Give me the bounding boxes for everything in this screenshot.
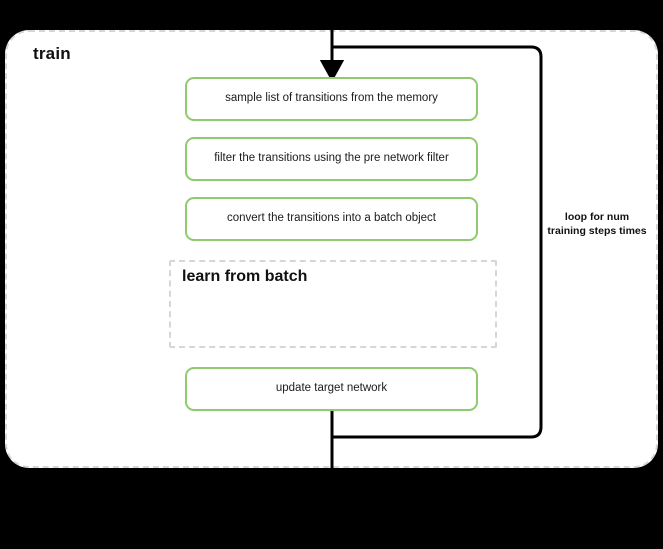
step-box-update-target-network[interactable]: update target network	[185, 367, 478, 411]
step-box-filter-transitions[interactable]: filter the transitions using the pre net…	[185, 137, 478, 181]
step-label: sample list of transitions from the memo…	[225, 92, 438, 105]
learn-from-batch-label: learn from batch	[182, 268, 308, 285]
step-box-sample-transitions[interactable]: sample list of transitions from the memo…	[185, 77, 478, 121]
step-label: update target network	[275, 382, 388, 395]
learn-from-batch-group[interactable]	[169, 260, 497, 348]
step-label: convert the transitions into a batch obj…	[226, 212, 437, 225]
loop-annotation-label: loop for num training steps times	[547, 211, 647, 237]
train-container-title: train	[33, 44, 71, 63]
step-box-convert-to-batch[interactable]: convert the transitions into a batch obj…	[185, 197, 478, 241]
step-label: filter the transitions using the pre net…	[214, 152, 449, 165]
